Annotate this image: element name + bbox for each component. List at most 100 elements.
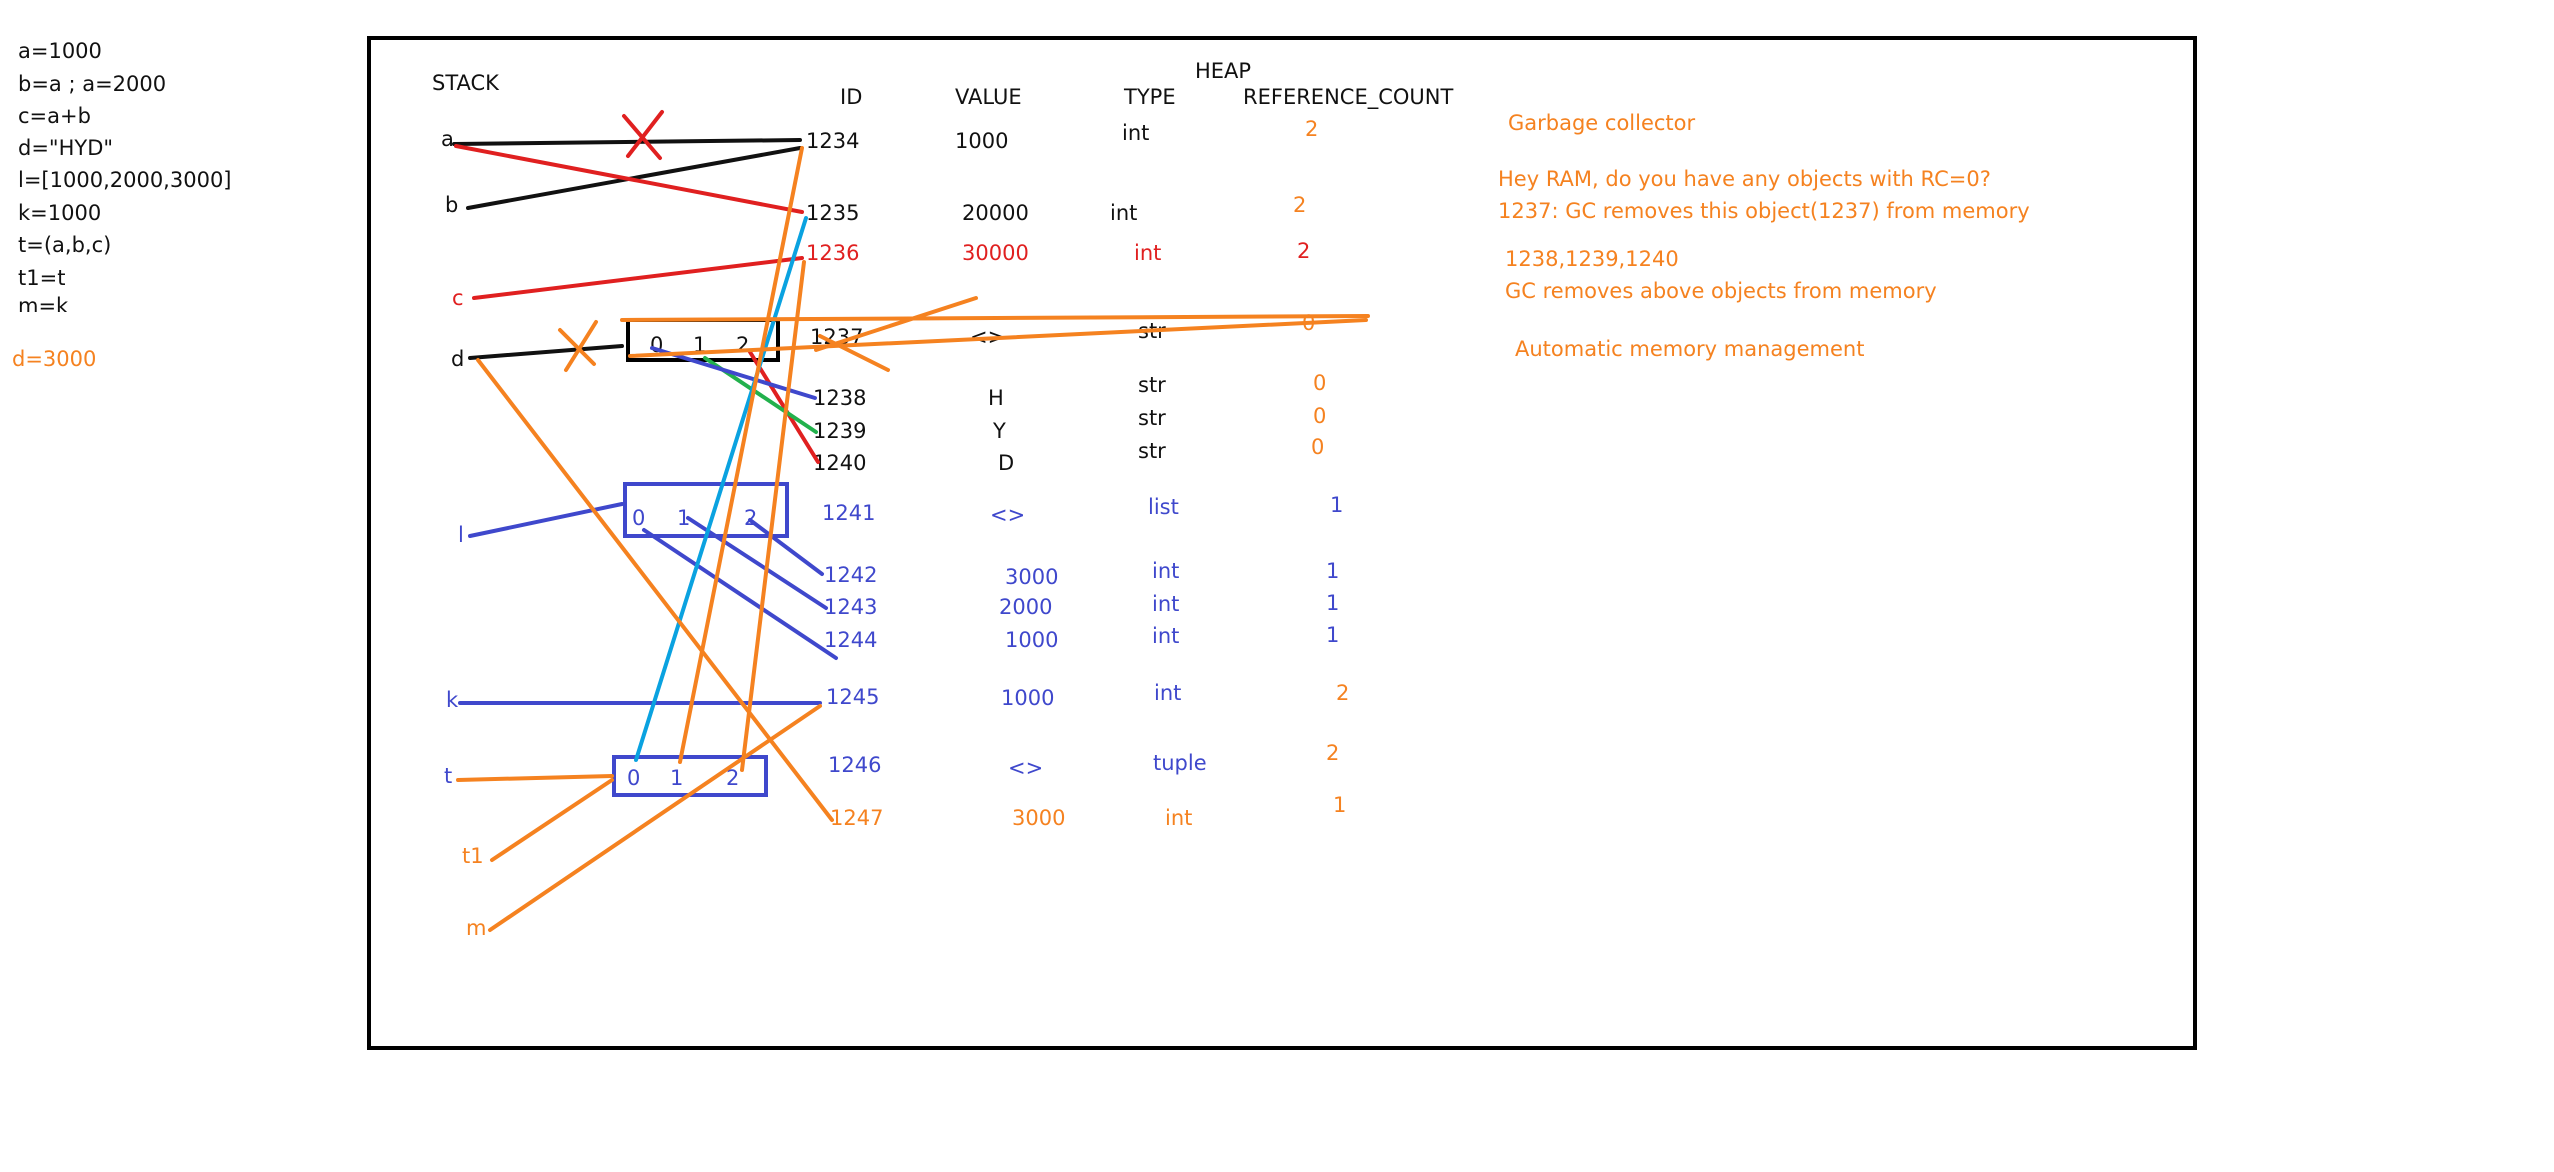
cross-a-2 <box>626 110 664 158</box>
stack-var-d: d <box>451 347 464 371</box>
stack-title: STACK <box>432 71 500 95</box>
stack-vars: a b c d l k t t1 m <box>441 127 486 940</box>
code-line-7: t=(a,b,c) <box>18 233 111 257</box>
heap-rc-1245: 2 <box>1336 681 1349 705</box>
heap-rc-1244: 1 <box>1326 623 1339 647</box>
tuple-index-0: 0 <box>627 766 640 790</box>
heap-rc-1247: 1 <box>1333 793 1346 817</box>
heap-type-1244: int <box>1152 624 1179 648</box>
heap-header-value: VALUE <box>955 85 1022 109</box>
heap-id-1235: 1235 <box>806 201 859 225</box>
heap-value-1244: 1000 <box>1005 628 1058 652</box>
ref-tuple-0-1235 <box>634 216 808 762</box>
heap-type-1247: int <box>1165 806 1192 830</box>
heap-value-1236: 30000 <box>962 241 1029 265</box>
ref-a-1235 <box>454 144 804 214</box>
heap-id-1244: 1244 <box>824 628 877 652</box>
strike-1237-up <box>814 296 978 352</box>
ref-tuple-1-1234 <box>678 146 804 764</box>
heap-id-1234: 1234 <box>806 129 859 153</box>
code-line-3: c=a+b <box>18 104 91 128</box>
strike-1237-diag <box>628 318 1368 358</box>
heap-type-1245: int <box>1154 681 1181 705</box>
code-line-6: k=1000 <box>18 201 101 225</box>
heap-ids: 1234 1235 1236 1237 1238 1239 1240 1241 … <box>806 129 883 830</box>
heap-rc-1243: 1 <box>1326 591 1339 615</box>
heap-rc-1240: 0 <box>1311 435 1324 459</box>
heap-id-1247: 1247 <box>830 806 883 830</box>
ref-l-1241 <box>468 502 624 538</box>
code-extra-line: d=3000 <box>12 347 96 371</box>
heap-id-1242: 1242 <box>824 563 877 587</box>
ref-a-1234 <box>452 138 802 146</box>
heap-id-1241: 1241 <box>822 501 875 525</box>
heap-type-1236: int <box>1134 241 1161 265</box>
heap-value-1240: D <box>998 451 1014 475</box>
heap-value-1242: 3000 <box>1005 565 1058 589</box>
reference-lines <box>452 138 1370 932</box>
ref-t-1246 <box>456 774 614 782</box>
stack-var-a: a <box>441 127 454 151</box>
list-index-0: 0 <box>632 506 645 530</box>
heap-rc-1246: 2 <box>1326 741 1339 765</box>
heap-type-1242: int <box>1152 559 1179 583</box>
heap-rc-1236: 2 <box>1297 239 1310 263</box>
heap-title: HEAP <box>1195 59 1251 83</box>
heap-rc-1239: 0 <box>1313 404 1326 428</box>
heap-id-1243: 1243 <box>824 595 877 619</box>
heap-value-1238: H <box>988 386 1004 410</box>
gc-remove-1237: 1237: GC removes this object(1237) from … <box>1498 199 2030 223</box>
strike-1237-down <box>818 334 890 372</box>
heap-type-1241: list <box>1148 495 1179 519</box>
heap-value-1247: 3000 <box>1012 806 1065 830</box>
heap-value-1239: Y <box>992 419 1006 443</box>
tuple-index-2: 2 <box>726 766 739 790</box>
heap-id-1246: 1246 <box>828 753 881 777</box>
heap-header-id: ID <box>840 85 862 109</box>
heap-value-1241: <> <box>990 503 1025 527</box>
stack-var-l: l <box>458 523 464 547</box>
ref-list-2-1242 <box>748 518 824 576</box>
tuple-index-1: 1 <box>670 766 683 790</box>
ref-d-1247 <box>476 358 834 822</box>
heap-id-1236: 1236 <box>806 241 859 265</box>
heap-id-1238: 1238 <box>813 386 866 410</box>
memory-frame <box>367 36 2197 1050</box>
heap-rc-1242: 1 <box>1326 559 1339 583</box>
heap-id-1240: 1240 <box>813 451 866 475</box>
heap-type-1234: int <box>1122 121 1149 145</box>
heap-type-1240: str <box>1138 439 1166 463</box>
heap-type-1243: int <box>1152 592 1179 616</box>
list-index-1: 1 <box>677 506 690 530</box>
ref-list-0-1244 <box>642 528 838 660</box>
code-line-8: t1=t <box>18 266 65 290</box>
code-clip-mask <box>10 312 170 330</box>
heap-values: 1000 20000 30000 <> H Y D <> 3000 2000 1… <box>955 129 1065 830</box>
heap-value-1234: 1000 <box>955 129 1008 153</box>
gc-automatic: Automatic memory management <box>1515 337 1864 361</box>
stack-var-c: c <box>452 286 464 310</box>
heap-rc-1234: 2 <box>1305 117 1318 141</box>
code-line-1: a=1000 <box>18 39 102 63</box>
code-listing: a=1000 b=a ; a=2000 c=a+b d="HYD" l=[100… <box>10 39 232 371</box>
code-line-2: b=a ; a=2000 <box>18 72 166 96</box>
heap-value-1243: 2000 <box>999 595 1052 619</box>
code-line-4: d="HYD" <box>18 136 113 160</box>
ref-m-1245 <box>488 704 822 932</box>
heap-types: int int int str str str str list int int… <box>1110 121 1207 830</box>
ref-d-1237 <box>468 344 624 360</box>
stack-var-m: m <box>466 916 486 940</box>
heap-type-1235: int <box>1110 201 1137 225</box>
heap-value-1245: 1000 <box>1001 686 1054 710</box>
cross-marks <box>558 110 664 372</box>
stack-var-k: k <box>446 688 459 712</box>
heap-header-rc: REFERENCE_COUNT <box>1243 85 1453 110</box>
stack-var-t: t <box>444 764 452 788</box>
ref-list-1-1243 <box>686 516 828 610</box>
gc-remove-above: GC removes above objects from memory <box>1505 279 1937 303</box>
ref-str-2-1240 <box>748 350 820 464</box>
gc-title: Garbage collector <box>1508 111 1696 135</box>
gc-ids: 1238,1239,1240 <box>1505 247 1679 271</box>
strike-1237-top <box>620 314 1370 322</box>
